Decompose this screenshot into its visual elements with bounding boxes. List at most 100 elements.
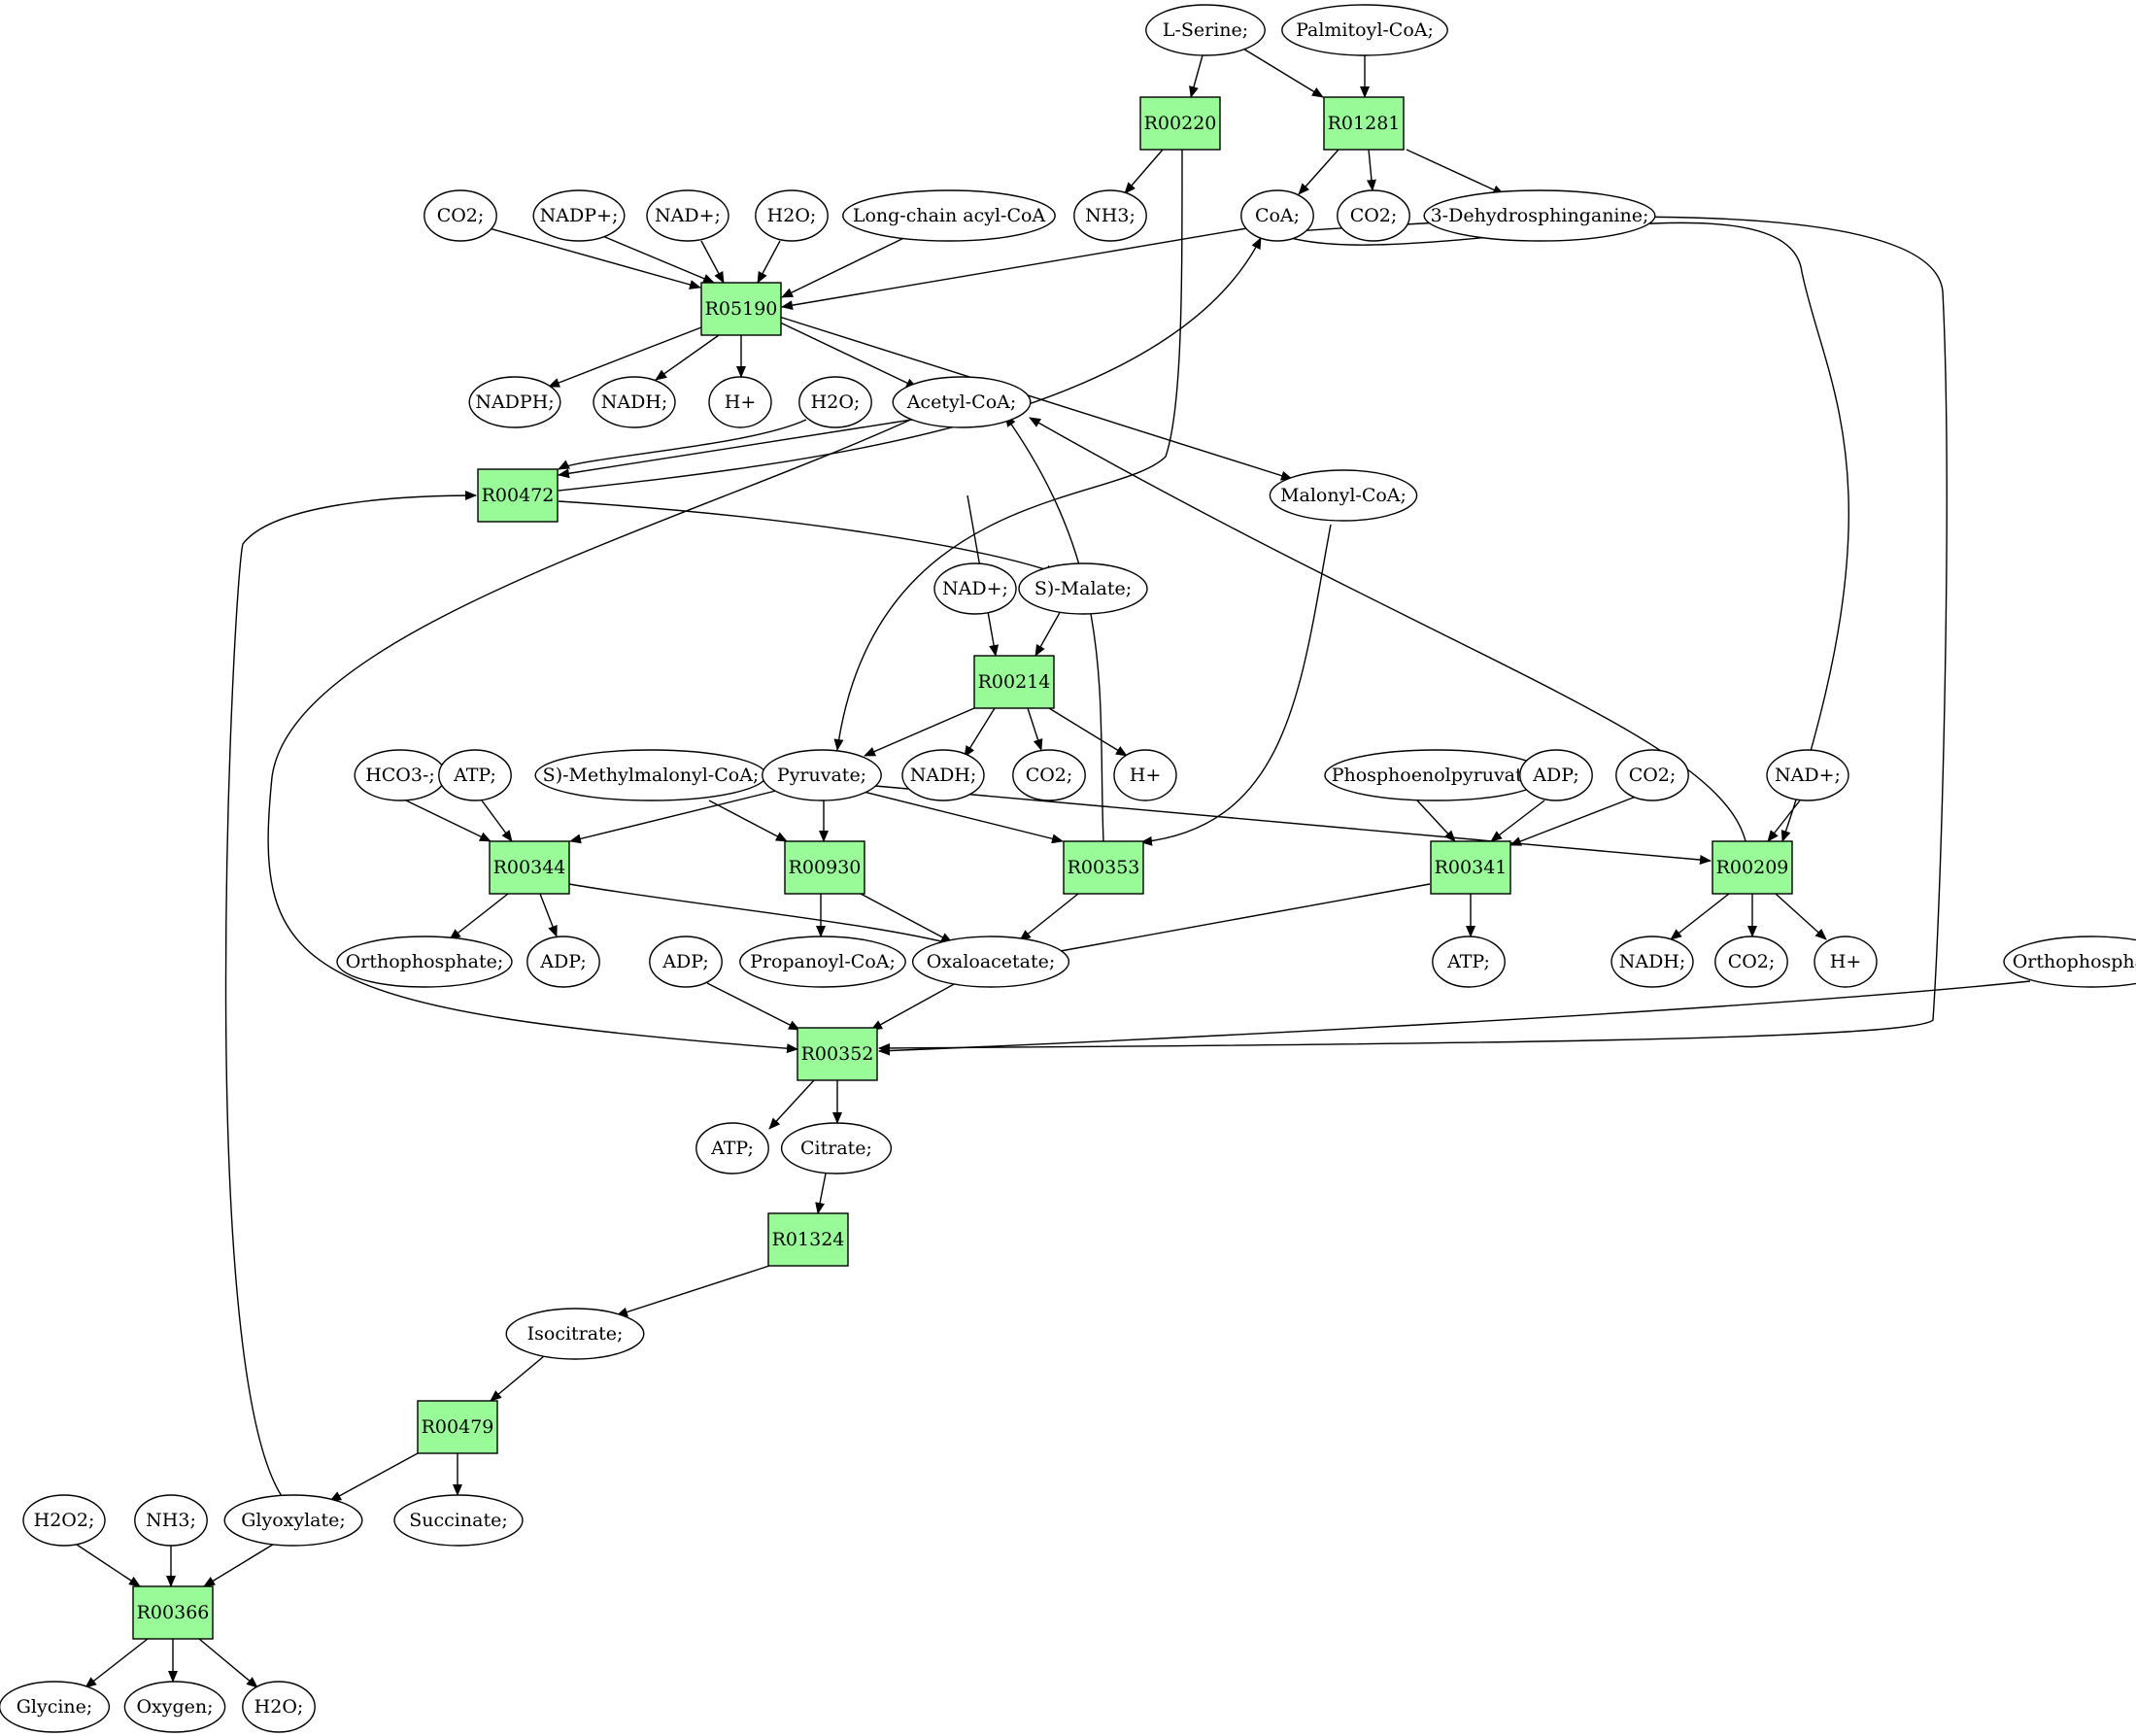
edge-arrow — [860, 893, 953, 943]
compound-label: Pyruvate; — [777, 765, 866, 786]
edge-arrow — [781, 226, 1254, 311]
reaction-label: R00214 — [978, 671, 1051, 693]
reaction-box — [784, 840, 865, 895]
edge-arrow — [655, 334, 720, 381]
compound-node-adp_b: ADP; — [526, 936, 600, 988]
compound-node-h2o2: H2O2; — [22, 1494, 106, 1547]
compound-ellipse — [223, 1494, 363, 1547]
compound-label: Glyoxylate; — [241, 1510, 346, 1531]
reaction-label: R00479 — [422, 1416, 494, 1438]
edge-arrow — [616, 1265, 770, 1317]
edge-arrow — [73, 1542, 141, 1587]
compound-ellipse — [1615, 749, 1689, 801]
compound-ellipse — [646, 189, 729, 242]
compound-label: Phosphoenolpyruvate; — [1332, 765, 1541, 786]
edge-arrow — [490, 1355, 545, 1402]
reaction-label: R00209 — [1716, 857, 1789, 878]
compound-ellipse — [842, 189, 1056, 242]
compound-label: Malonyl-CoA; — [1280, 485, 1407, 506]
compound-node-oxaloacetate: Oxaloacetate; — [911, 936, 1070, 988]
reaction-box — [1139, 96, 1221, 151]
compound-ellipse — [1145, 4, 1266, 56]
compound-node-nadph: NADPH; — [468, 376, 561, 428]
edge-arrow — [449, 893, 509, 940]
compound-node-co2_a: CO2; — [1337, 189, 1410, 242]
compound-node-hco3: HCO3-; — [354, 749, 447, 801]
edges — [73, 42, 2031, 1688]
reaction-label: R00341 — [1435, 857, 1508, 878]
reaction-label: R01324 — [772, 1229, 845, 1250]
edge-arrow — [768, 1079, 815, 1130]
reaction-box — [417, 1400, 498, 1454]
compound-node-palmitoyl: Palmitoyl-CoA; — [1281, 4, 1448, 56]
edge-arrow — [775, 320, 918, 389]
compound-node-h2o_a: H2O; — [755, 189, 829, 242]
edge-arrow — [1189, 54, 1204, 98]
compound-node-oxygen: Oxygen; — [123, 1681, 226, 1733]
compound-node-smalate: S)-Malate; — [1018, 562, 1148, 615]
edge-arrow — [1140, 524, 1332, 846]
reaction-label: R05190 — [705, 298, 778, 320]
reaction-label: R00930 — [789, 857, 862, 878]
compound-node-nadh_b: NADH; — [901, 749, 985, 801]
compound-ellipse — [1073, 189, 1147, 242]
edge-arrow — [757, 240, 781, 284]
compound-node-nh3_a: NH3; — [1073, 189, 1147, 242]
reaction-box — [477, 468, 559, 523]
compound-node-h2o_c: H2O; — [242, 1681, 316, 1733]
edge-arrow — [708, 800, 788, 842]
compound-ellipse — [438, 749, 512, 801]
edge-arrow — [851, 788, 1064, 844]
edge-arrow — [700, 240, 725, 284]
edge-arrow — [198, 1638, 258, 1688]
reaction-box — [700, 282, 782, 336]
edge-arrow — [781, 230, 919, 298]
compound-ellipse — [2003, 936, 2136, 988]
compound-ellipse — [1240, 189, 1314, 242]
compound-label: H2O; — [811, 391, 861, 413]
reaction-node-r00344: R00344 — [489, 840, 570, 895]
edge-arrow — [1490, 800, 1545, 842]
edge-arrow — [1767, 800, 1801, 842]
compound-node-nad_a: NAD+; — [646, 189, 729, 242]
compound-ellipse — [505, 1308, 645, 1360]
compound-ellipse — [1432, 936, 1506, 988]
compound-ellipse — [123, 1681, 226, 1733]
compound-label: Glycine; — [17, 1696, 93, 1718]
compound-node-adp_c: ADP; — [649, 936, 723, 988]
edge-arrow — [864, 784, 1712, 865]
reaction-node-r05190: R05190 — [700, 282, 782, 336]
compound-ellipse — [649, 936, 723, 988]
compound-label: H+ — [1830, 951, 1862, 972]
compound-label: 3-Dehydrosphinganine; — [1431, 205, 1649, 226]
compound-label: Palmitoyl-CoA; — [1296, 19, 1434, 41]
reaction-node-r00930: R00930 — [784, 840, 865, 895]
edge-arrow — [405, 800, 492, 842]
compound-label: Oxygen; — [136, 1696, 213, 1718]
reaction-node-r00479: R00479 — [417, 1400, 498, 1454]
reaction-box — [973, 655, 1055, 709]
compound-ellipse — [1281, 4, 1448, 56]
compound-ellipse — [1714, 936, 1788, 988]
compound-label: ATP; — [710, 1138, 754, 1159]
compound-ellipse — [468, 376, 561, 428]
reaction-box — [767, 1212, 849, 1267]
edge-arrow — [1775, 893, 1827, 940]
edge-arrow — [878, 980, 2031, 1056]
compound-label: H2O2; — [34, 1510, 95, 1531]
compound-label: NADPH; — [475, 391, 554, 413]
compound-node-orthophos_a: Orthophosphate; — [336, 936, 513, 988]
edge-arrow — [485, 226, 701, 289]
edge-arrow — [878, 216, 1948, 1053]
compound-label: ADP; — [539, 951, 586, 972]
compound-ellipse — [911, 936, 1070, 988]
edge-arrow — [1406, 149, 1505, 195]
reaction-box — [1430, 840, 1511, 895]
compound-ellipse — [1018, 562, 1148, 615]
compound-node-coa: CoA; — [1240, 189, 1314, 242]
compound-ellipse — [739, 936, 906, 988]
compound-ellipse — [526, 936, 600, 988]
compound-node-glycine: Glycine; — [0, 1681, 111, 1733]
edge-arrow — [599, 234, 715, 284]
